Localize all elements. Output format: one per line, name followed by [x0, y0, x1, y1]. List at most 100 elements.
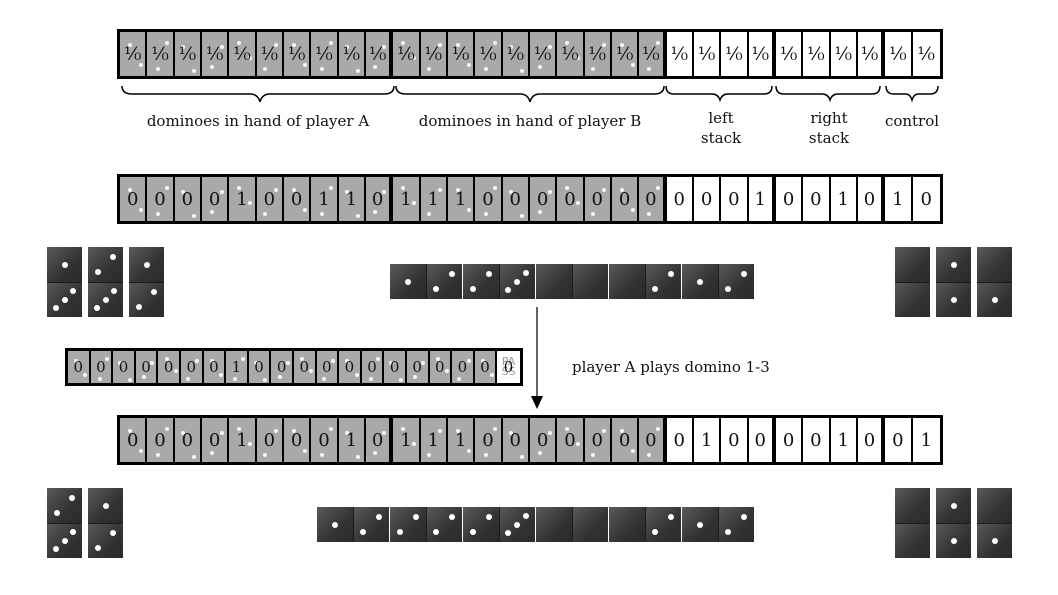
- bit-value: 0: [263, 429, 276, 451]
- label-control: control: [884, 112, 940, 130]
- bit-cell: ¹⁄₀: [666, 32, 694, 76]
- pip-mark: [138, 62, 143, 67]
- bit-value: ¹⁄₀: [397, 43, 415, 65]
- bit-value: 0: [591, 429, 603, 451]
- pip-mark: [619, 43, 624, 47]
- domino-bottom-half: [936, 523, 971, 558]
- label-right-stack: right stack: [784, 108, 874, 148]
- domino-right-half: [718, 507, 754, 542]
- bit-value: 0: [591, 188, 603, 210]
- pip-dot: [485, 513, 492, 520]
- bit-value: ¹⁄₀: [533, 43, 552, 65]
- bit-cell: 0: [256, 177, 284, 221]
- bit-cell: ¹⁄₀: [693, 32, 722, 76]
- domino-divider: [936, 523, 971, 524]
- pip-mark: [209, 451, 214, 455]
- pip-mark: [74, 359, 79, 363]
- bit-value: ¹⁄₀: [561, 43, 579, 65]
- bit-value: ¹⁄₀: [506, 43, 524, 65]
- bit-cell: 0: [529, 177, 558, 221]
- bit-value: 0: [564, 429, 576, 451]
- bit-value: 0: [673, 188, 685, 210]
- bit-cell: 0: [203, 351, 227, 383]
- pip-dot: [448, 513, 455, 520]
- pip-mark: [320, 453, 325, 458]
- pip-mark: [277, 375, 282, 379]
- bit-cell: ¹⁄₀: [475, 32, 503, 76]
- bit-cell: 0: [557, 418, 585, 462]
- bit-value: 0: [208, 429, 221, 451]
- domino-left-half: [609, 264, 645, 299]
- pip-mark: [156, 212, 161, 217]
- pip-mark: [564, 40, 569, 45]
- pip-mark: [400, 185, 405, 190]
- bit-value: 0: [810, 188, 822, 210]
- domino-top-half: [936, 247, 971, 282]
- domino-divider: [499, 507, 500, 542]
- pip-mark: [329, 185, 334, 190]
- pip-mark: [356, 69, 361, 74]
- pip-mark: [219, 373, 223, 378]
- bit-value: ¹⁄₀: [287, 43, 306, 65]
- pip-dot: [505, 287, 511, 294]
- pip-dot: [740, 513, 747, 520]
- bit-cell: 0: [775, 418, 804, 462]
- bit-value: 0: [863, 188, 876, 210]
- pip-mark: [236, 426, 241, 431]
- pip-mark: [508, 45, 513, 50]
- pip-mark: [248, 201, 253, 206]
- pip-mark: [484, 67, 489, 72]
- domino-divider: [426, 507, 427, 542]
- pip-dot: [61, 261, 68, 268]
- domino-top-half: [88, 247, 123, 282]
- bit-value: 0: [141, 358, 151, 376]
- bit-value: 0: [126, 188, 139, 210]
- domino-divider: [88, 282, 123, 283]
- domino-divider: [88, 523, 123, 524]
- pip-mark: [127, 378, 132, 383]
- pip-mark: [127, 43, 132, 47]
- bit-value: 0: [618, 188, 631, 210]
- bit-cell: 0: [584, 418, 612, 462]
- bit-value: ¹⁄₀: [751, 43, 769, 65]
- pip-dot: [697, 521, 703, 528]
- domino-divider: [129, 282, 164, 283]
- bit-cell: 0: [611, 418, 640, 462]
- bit-value: 0: [276, 358, 287, 376]
- pip-dot: [433, 286, 440, 293]
- domino-divider: [499, 264, 500, 299]
- pip-dot: [470, 286, 477, 293]
- pip-dot: [412, 513, 419, 520]
- pip-dot: [470, 529, 477, 536]
- pip-mark: [457, 376, 462, 381]
- bit-cell: 0: [474, 351, 498, 383]
- pip-mark: [520, 69, 525, 74]
- bit-cell: 0: [639, 418, 667, 462]
- pip-dot: [61, 296, 68, 303]
- bit-cell: 1: [229, 177, 257, 221]
- bit-value: ¹⁄₀: [451, 43, 470, 65]
- pip-mark: [438, 429, 443, 433]
- pip-mark: [421, 360, 426, 365]
- bit-cell: ¹⁄₀: [283, 32, 312, 76]
- bit-value: 0: [389, 358, 400, 376]
- bit-value: 0: [536, 429, 549, 451]
- domino-divider: [895, 282, 930, 283]
- pip-mark: [590, 453, 595, 458]
- pip-dot: [360, 529, 367, 536]
- bit-value: 0: [209, 358, 219, 376]
- pip-mark: [602, 429, 607, 433]
- pip-mark: [180, 45, 185, 50]
- domino-left-half: [682, 264, 718, 299]
- bit-value: ¹⁄₀: [917, 43, 935, 65]
- bit-value: 0: [480, 358, 490, 376]
- bit-cell: 1: [693, 418, 722, 462]
- pip-mark: [291, 43, 296, 47]
- bit-value: 0: [482, 429, 494, 451]
- bit-value: 0: [618, 429, 631, 451]
- pip-mark: [248, 442, 253, 447]
- bit-value: 0: [482, 188, 494, 210]
- pip-mark: [192, 455, 197, 460]
- bit-value: 0: [318, 429, 330, 451]
